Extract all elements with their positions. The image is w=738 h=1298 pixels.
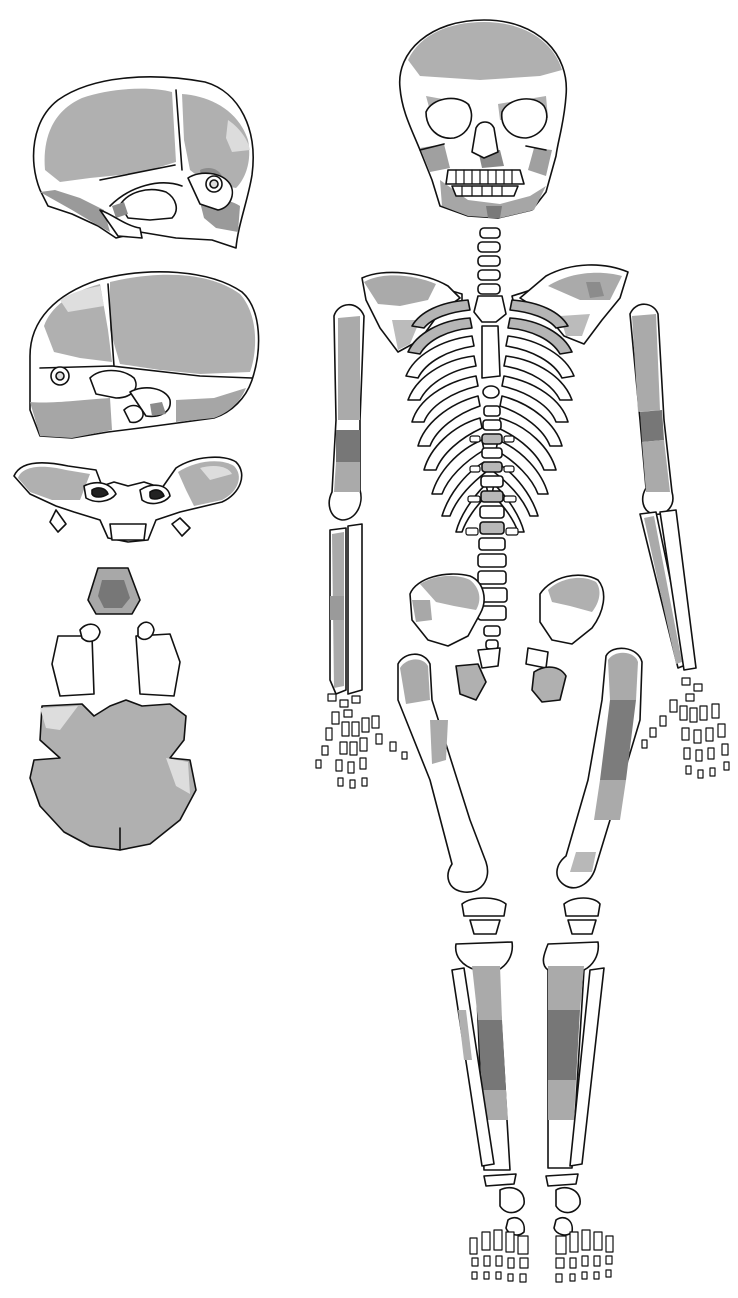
tibia-fibula-right (452, 942, 512, 1170)
tibia-fibula-left (543, 942, 604, 1168)
ilium-right (410, 574, 484, 646)
pubis-ischium (456, 648, 566, 702)
sternum (474, 296, 506, 398)
occipital-pars-lateralis (52, 622, 180, 696)
radius-ulna-right (330, 524, 362, 694)
foot-left (556, 1230, 613, 1282)
tarsals (484, 1174, 580, 1235)
sphenoid-bone (14, 457, 242, 542)
cranium-frontal (400, 20, 567, 218)
skull-lateral-left-view (30, 272, 259, 438)
foot-right (470, 1230, 528, 1282)
cervical-vertebrae (478, 228, 500, 294)
sacrum (484, 626, 500, 649)
patellae (462, 898, 600, 934)
humerus-right (329, 305, 364, 520)
occipital-pars-basilaris (88, 568, 140, 614)
skull-lateral-right-view (34, 77, 254, 248)
femur-left (557, 648, 642, 887)
hand-right (316, 694, 407, 788)
radius-ulna-left (640, 510, 696, 670)
humerus-left (630, 304, 673, 514)
ilium-left (540, 575, 604, 644)
hand-left (642, 678, 729, 778)
occipital-squama (30, 700, 196, 850)
